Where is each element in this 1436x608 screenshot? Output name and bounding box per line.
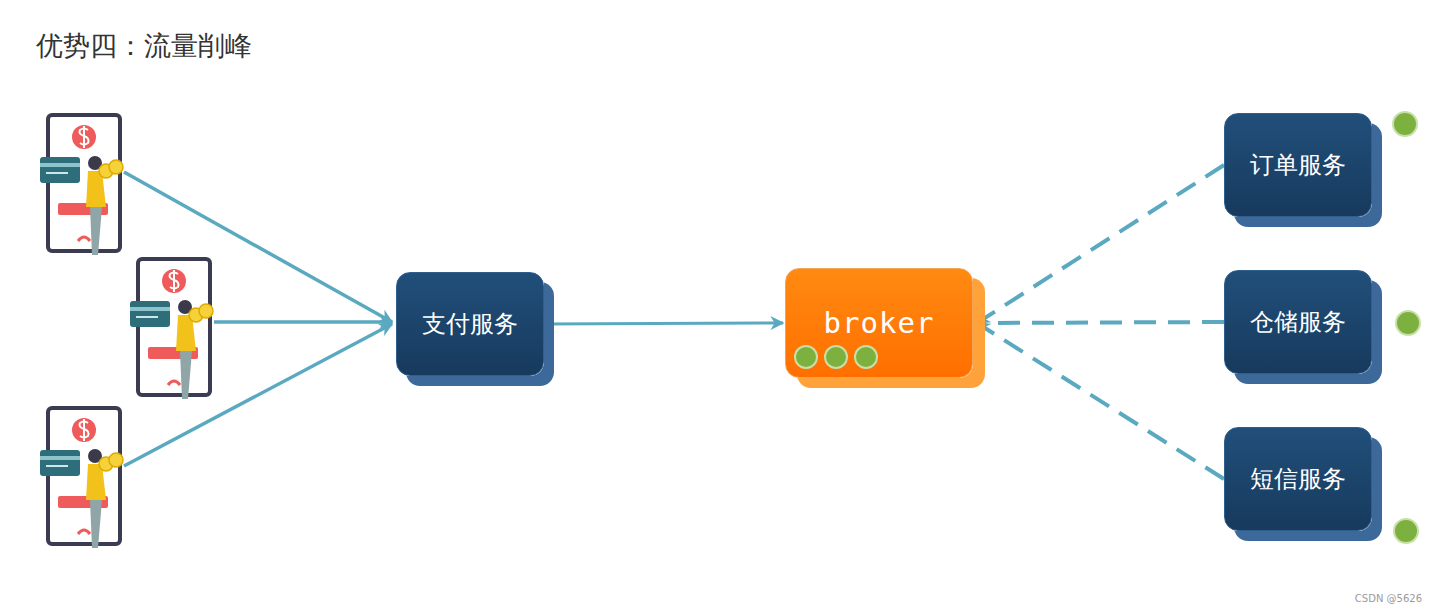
subscribe-arrow: [975, 322, 1224, 323]
service-box: 订单服务: [1224, 113, 1372, 217]
node-label: 支付服务: [408, 308, 532, 340]
queued-message: [854, 345, 878, 369]
broker-box: broker: [785, 268, 973, 378]
message-dot: [1393, 112, 1420, 543]
service-box: 支付服务: [396, 272, 544, 376]
subscribe-arrow: [977, 165, 1224, 323]
user-lines: [124, 172, 392, 466]
node-label: 仓储服务: [1236, 306, 1360, 338]
node-label: broker: [810, 306, 949, 340]
slide-title: 优势四：流量削峰: [36, 28, 252, 64]
service-box: 仓储服务: [1224, 270, 1372, 374]
node-label: 订单服务: [1236, 149, 1360, 181]
publish-arrow: [544, 323, 783, 324]
subscribe-arrow: [977, 323, 1224, 479]
phone-figure: [40, 115, 213, 548]
watermark: CSDN @5626: [1355, 593, 1422, 604]
node-label: 短信服务: [1236, 463, 1360, 495]
queued-message: [794, 345, 818, 369]
queued-message: [824, 345, 848, 369]
service-box: 短信服务: [1224, 427, 1372, 531]
